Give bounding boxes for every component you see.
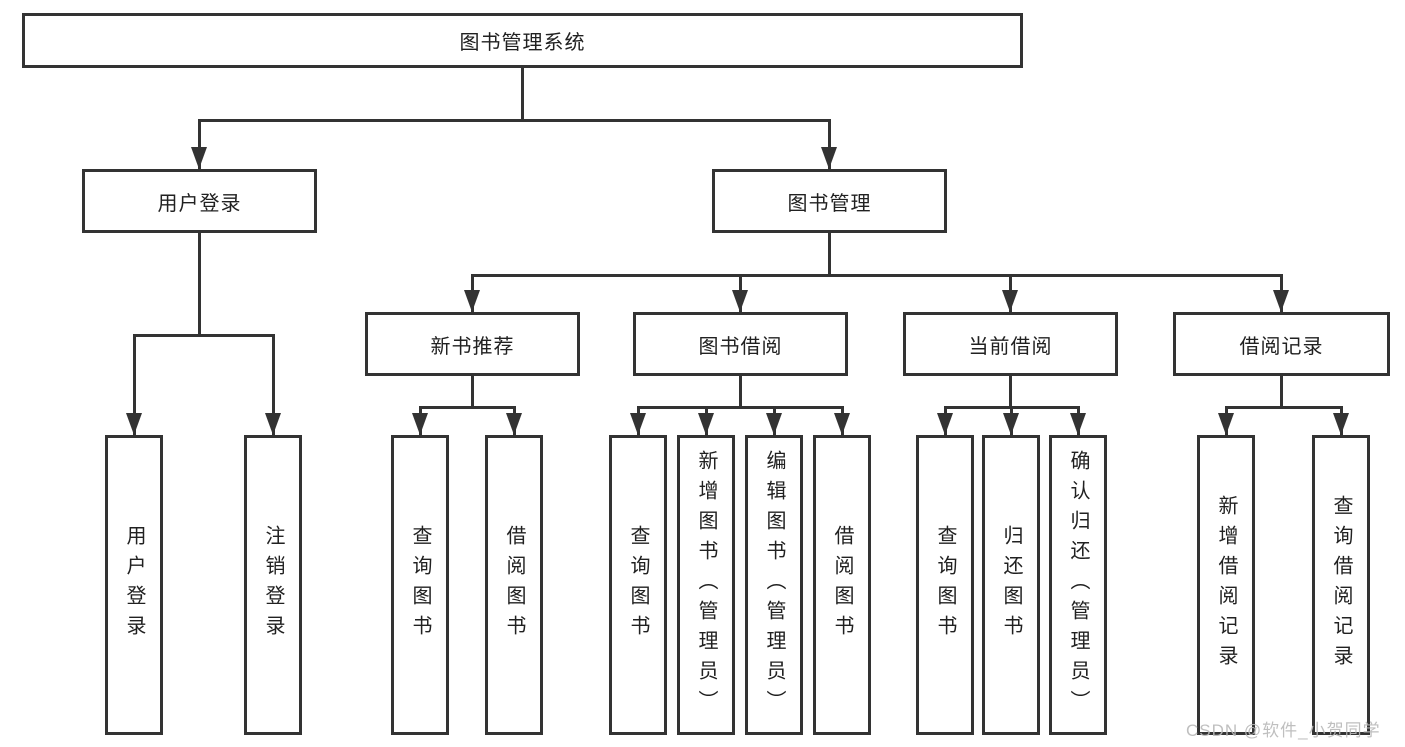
csdn-watermark: CSDN @软件_小贺同学 xyxy=(1186,721,1381,740)
arrowhead-down-icon xyxy=(1002,290,1018,312)
connector-line-horizontal xyxy=(132,333,275,337)
node-label-borrowing-records: 借阅记录 xyxy=(1239,335,1324,358)
node-book-borrowing: 图书借阅 xyxy=(633,312,848,376)
arrowhead-down-icon xyxy=(191,147,207,169)
arrowhead-down-icon xyxy=(937,413,953,435)
arrowhead-down-icon xyxy=(265,413,281,435)
connector-line-vertical xyxy=(1279,376,1283,407)
node-leaf-return-book: 归还图书 xyxy=(982,435,1040,735)
node-root: 图书管理系统 xyxy=(22,13,1023,68)
arrowhead-down-icon xyxy=(834,413,850,435)
arrowhead-down-icon xyxy=(630,413,646,435)
connector-line-horizontal xyxy=(418,405,516,409)
connector-line-vertical xyxy=(827,233,831,275)
arrowhead-down-icon xyxy=(1070,413,1086,435)
connector-line-horizontal xyxy=(636,405,844,409)
node-leaf-user-login: 用户登录 xyxy=(105,435,163,735)
node-leaf-query-book-3: 查询图书 xyxy=(916,435,974,735)
connector-line-horizontal xyxy=(197,118,831,122)
node-label-current-borrowing: 当前借阅 xyxy=(968,335,1053,358)
connector-line-vertical xyxy=(1008,375,1012,407)
node-label-leaf-user-login: 用户登录 xyxy=(123,525,145,645)
arrowhead-down-icon xyxy=(126,413,142,435)
node-label-leaf-borrow-book-2: 借阅图书 xyxy=(831,525,853,645)
arrowhead-down-icon xyxy=(732,290,748,312)
node-leaf-edit-book-admin: 编辑图书（管理员） xyxy=(745,435,803,735)
node-leaf-query-book-1: 查询图书 xyxy=(391,435,449,735)
connector-line-vertical xyxy=(520,68,524,120)
node-leaf-borrow-book-1: 借阅图书 xyxy=(485,435,543,735)
node-label-leaf-edit-book-admin: 编辑图书（管理员） xyxy=(763,450,785,720)
node-leaf-logout: 注销登录 xyxy=(244,435,302,735)
node-leaf-add-book-admin: 新增图书（管理员） xyxy=(677,435,735,735)
connector-line-vertical xyxy=(470,376,474,407)
arrowhead-down-icon xyxy=(1333,413,1349,435)
arrowhead-down-icon xyxy=(506,413,522,435)
node-label-leaf-logout: 注销登录 xyxy=(262,525,284,645)
connector-line-vertical xyxy=(827,120,831,169)
arrowhead-down-icon xyxy=(464,290,480,312)
node-borrowing-records: 借阅记录 xyxy=(1173,312,1390,376)
node-label-leaf-query-book-3: 查询图书 xyxy=(934,525,956,645)
node-label-user-login: 用户登录 xyxy=(157,192,242,215)
arrowhead-down-icon xyxy=(1003,413,1019,435)
node-new-book-recommend: 新书推荐 xyxy=(365,312,580,376)
arrowhead-down-icon xyxy=(766,413,782,435)
node-label-new-book-recommend: 新书推荐 xyxy=(430,335,515,358)
node-leaf-add-borrow-record: 新增借阅记录 xyxy=(1197,435,1255,735)
node-leaf-confirm-return-admin: 确认归还（管理员） xyxy=(1049,435,1107,735)
node-label-root: 图书管理系统 xyxy=(459,32,586,54)
arrowhead-down-icon xyxy=(412,413,428,435)
node-label-leaf-add-book-admin: 新增图书（管理员） xyxy=(695,450,717,720)
arrowhead-down-icon xyxy=(1218,413,1234,435)
connector-line-vertical xyxy=(738,376,742,407)
node-label-leaf-query-borrow-record: 查询借阅记录 xyxy=(1330,495,1352,675)
node-label-leaf-query-book-1: 查询图书 xyxy=(409,525,431,645)
connector-line-vertical xyxy=(132,335,136,435)
arrowhead-down-icon xyxy=(1273,290,1289,312)
connector-line-vertical xyxy=(197,233,201,335)
arrowhead-down-icon xyxy=(821,147,837,169)
arrowhead-down-icon xyxy=(698,413,714,435)
node-leaf-query-book-2: 查询图书 xyxy=(609,435,667,735)
node-label-leaf-return-book: 归还图书 xyxy=(1000,525,1022,645)
node-label-leaf-query-book-2: 查询图书 xyxy=(627,525,649,645)
node-leaf-borrow-book-2: 借阅图书 xyxy=(813,435,871,735)
node-label-book-borrowing: 图书借阅 xyxy=(698,335,783,358)
node-label-leaf-confirm-return-admin: 确认归还（管理员） xyxy=(1067,450,1089,720)
connector-line-vertical xyxy=(271,335,275,435)
node-user-login: 用户登录 xyxy=(82,169,317,233)
node-label-leaf-borrow-book-1: 借阅图书 xyxy=(503,525,525,645)
node-leaf-query-borrow-record: 查询借阅记录 xyxy=(1312,435,1370,735)
connector-line-horizontal xyxy=(1224,405,1343,409)
connector-line-horizontal xyxy=(470,273,1283,277)
node-current-borrowing: 当前借阅 xyxy=(903,312,1118,376)
node-book-management: 图书管理 xyxy=(712,169,947,233)
node-label-book-management: 图书管理 xyxy=(787,192,872,215)
node-label-leaf-add-borrow-record: 新增借阅记录 xyxy=(1215,495,1237,675)
connector-line-vertical xyxy=(197,120,201,169)
